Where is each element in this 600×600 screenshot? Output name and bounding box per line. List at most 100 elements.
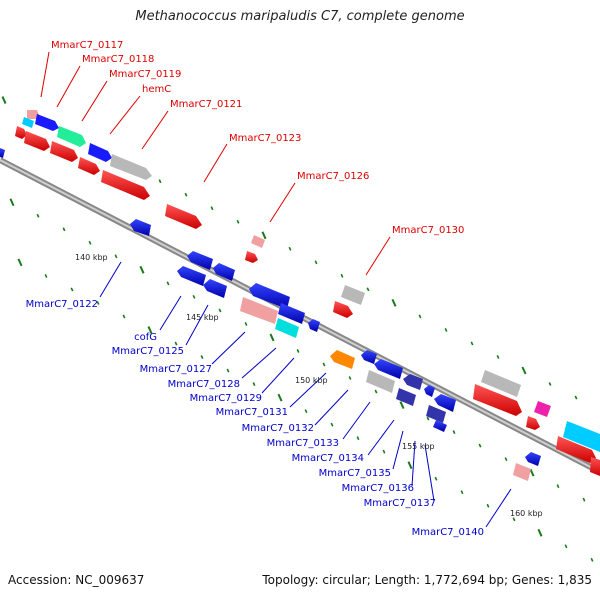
tick-mark: [70, 287, 74, 292]
gene-0117[interactable]: [27, 110, 39, 119]
reverse-leader-lines: [99, 261, 512, 528]
map-title: Methanococcus maripaludis C7, complete g…: [135, 9, 465, 24]
gene-f7[interactable]: [473, 384, 522, 416]
tick-mark: [512, 517, 516, 522]
gene-f3[interactable]: [50, 141, 78, 162]
gene-label[interactable]: MmarC7_0134: [292, 453, 364, 464]
gene-cofG[interactable]: [187, 251, 213, 270]
gene-hemC[interactable]: [88, 143, 112, 162]
gene-label[interactable]: MmarC7_0137: [364, 498, 436, 509]
tick-mark: [210, 206, 214, 211]
gene-label[interactable]: MmarC7_0121: [170, 99, 242, 110]
gene-label[interactable]: MmarC7_0122: [26, 299, 98, 310]
gene-f9[interactable]: [526, 416, 540, 430]
gene-label[interactable]: MmarC7_0118: [82, 54, 154, 65]
gene-r0[interactable]: [0, 148, 5, 158]
gene-label[interactable]: MmarC7_0131: [216, 407, 288, 418]
tick-mark: [139, 265, 145, 274]
gene-label[interactable]: MmarC7_0117: [51, 40, 123, 51]
tick-mark: [366, 287, 370, 292]
gene-label[interactable]: MmarC7_0130: [392, 225, 464, 236]
gene-0127[interactable]: [249, 283, 290, 309]
tick-mark: [277, 393, 283, 402]
gene-0135[interactable]: [396, 388, 416, 406]
gene-f1[interactable]: [15, 126, 27, 139]
gene-0137a[interactable]: [434, 394, 456, 412]
gene-0133b[interactable]: [366, 370, 395, 393]
gene-0136[interactable]: [424, 385, 435, 397]
tick-mark: [314, 260, 318, 265]
kbp-label: 140 kbp: [75, 253, 108, 262]
gene-r1[interactable]: [213, 263, 235, 281]
gene-f10[interactable]: [563, 421, 600, 452]
gene-label[interactable]: MmarC7_0126: [297, 171, 369, 182]
gene-0130a[interactable]: [341, 285, 365, 305]
gene-f6[interactable]: [481, 370, 521, 397]
tick-mark: [122, 314, 126, 319]
gene-0118[interactable]: [35, 114, 59, 131]
gene-label[interactable]: MmarC7_0135: [319, 468, 391, 479]
topology-text: Topology: circular; Length: 1,772,694 bp…: [262, 573, 592, 587]
gene-0128[interactable]: [240, 297, 278, 324]
tick-mark: [36, 213, 40, 218]
gene-label[interactable]: MmarC7_0127: [140, 364, 212, 375]
tick-mark: [434, 476, 438, 481]
gene-0134[interactable]: [403, 374, 423, 390]
tick-mark: [244, 321, 248, 326]
gene-label[interactable]: MmarC7_0119: [109, 69, 181, 80]
gene-0121[interactable]: [110, 154, 152, 180]
gene-label[interactable]: MmarC7_0132: [242, 423, 314, 434]
gene-f4[interactable]: [78, 157, 100, 175]
tick-mark: [556, 484, 560, 489]
gene-label[interactable]: MmarC7_0136: [342, 483, 414, 494]
gene-0129b[interactable]: [275, 318, 299, 338]
gene-0125[interactable]: [177, 266, 206, 286]
gene-label[interactable]: MmarC7_0133: [267, 438, 339, 449]
tick-mark: [391, 298, 397, 307]
gene-0118b[interactable]: [22, 117, 34, 128]
gene-f12[interactable]: [590, 457, 600, 476]
gene-label[interactable]: MmarC7_0125: [112, 346, 184, 357]
tick-mark: [564, 544, 568, 549]
tick-mark: [158, 179, 162, 184]
tick-mark: [382, 449, 386, 454]
tick-mark: [407, 461, 413, 470]
gene-0137c[interactable]: [433, 420, 447, 432]
gene-0132[interactable]: [361, 350, 377, 364]
forward-features: [15, 110, 600, 476]
tick-mark: [252, 382, 256, 387]
kbp-label: 145 kbp: [186, 313, 219, 322]
gene-label[interactable]: MmarC7_0128: [168, 379, 240, 390]
gene-0126b[interactable]: [245, 251, 258, 263]
gene-0140b[interactable]: [513, 463, 531, 481]
kbp-label: 150 kbp: [295, 376, 328, 385]
gene-0130b[interactable]: [333, 301, 353, 318]
tick-mark: [304, 409, 308, 414]
gene-0126a[interactable]: [251, 235, 265, 248]
gene-label[interactable]: cofG: [134, 332, 157, 343]
gene-f8[interactable]: [534, 401, 551, 417]
tick-mark: [529, 468, 535, 477]
gene-label[interactable]: MmarC7_0129: [190, 393, 262, 404]
gene-f11[interactable]: [556, 436, 596, 463]
tick-mark: [166, 281, 170, 286]
forward-leader-lines: [40, 51, 391, 276]
tick-mark: [374, 389, 378, 394]
gene-r3[interactable]: [308, 319, 320, 332]
gene-0123[interactable]: [165, 204, 202, 229]
gene-0133a[interactable]: [374, 359, 403, 379]
gene-label[interactable]: hemC: [142, 84, 171, 95]
gene-0129a[interactable]: [278, 303, 305, 324]
gene-0119[interactable]: [57, 126, 86, 147]
gene-0131[interactable]: [330, 350, 355, 369]
gene-0140a[interactable]: [525, 452, 541, 466]
gene-f2[interactable]: [24, 131, 50, 151]
gene-r2[interactable]: [203, 279, 227, 298]
tick-mark: [496, 355, 500, 359]
gene-0122[interactable]: [130, 219, 151, 236]
gene-f5[interactable]: [101, 170, 150, 200]
gene-label[interactable]: MmarC7_0140: [412, 527, 484, 538]
gene-label[interactable]: MmarC7_0123: [229, 133, 301, 144]
gene-0137b[interactable]: [426, 405, 446, 423]
tick-mark: [521, 366, 527, 375]
